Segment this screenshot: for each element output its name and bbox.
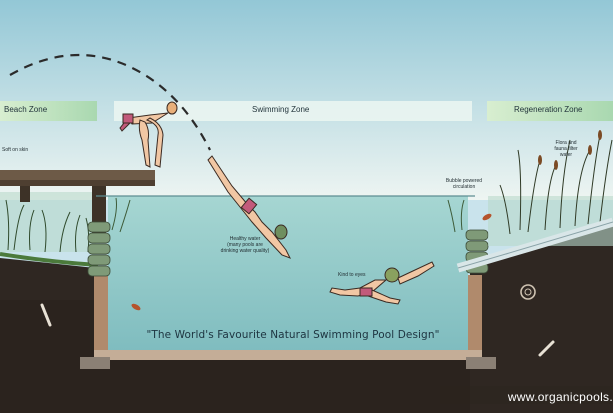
- regeneration-zone-label: Regeneration Zone: [514, 105, 583, 114]
- reed-heads: [538, 130, 602, 170]
- note-bubble-circulation: Bubble powered circulation: [440, 178, 488, 190]
- pool-design-caption: "The World's Favourite Natural Swimming …: [146, 329, 440, 341]
- beach-zone-band: [0, 101, 97, 121]
- note-flora-fauna: Flora and fauna filter water: [546, 140, 586, 158]
- sandbags-left: [87, 221, 111, 277]
- note-healthy-water-line: Healthy water: [229, 236, 261, 242]
- bone-icon: [40, 303, 555, 357]
- swimming-zone-label: Swimming Zone: [252, 105, 310, 114]
- beach-grass-line: [0, 252, 99, 267]
- beach-vegetation: [0, 192, 96, 252]
- note-flora-fauna-line: fauna filter: [554, 146, 578, 152]
- website-url[interactable]: www.organicpools.: [507, 390, 613, 404]
- note-bubble-line: circulation: [452, 184, 476, 190]
- swimmer-figure: [329, 261, 435, 305]
- diver-figure: [119, 101, 178, 168]
- website-strip: [440, 386, 613, 404]
- note-bubble-line: Bubble powered: [445, 178, 483, 184]
- pool-wall-left: [94, 275, 108, 357]
- pool-wall-right: [468, 275, 482, 357]
- leaf-icon: [131, 213, 492, 311]
- pool-edge-plants: [111, 197, 465, 233]
- note-healthy-water-line: (many pools are: [227, 242, 263, 248]
- sky: [0, 0, 613, 200]
- note-flora-fauna-line: water: [559, 152, 573, 158]
- pool-floor: [94, 350, 482, 360]
- swimming-zone-band: [114, 101, 472, 121]
- soil-right: [470, 225, 613, 413]
- beach-plants: [5, 199, 90, 253]
- note-flora-fauna-line: Flora and: [555, 140, 577, 146]
- beach-zone-label: Beach Zone: [4, 105, 48, 114]
- note-soft-on-skin: Soft on skin: [2, 147, 29, 153]
- note-healthy-water: Healthy water (many pools are drinking w…: [214, 236, 276, 254]
- note-kind-to-eyes: Kind to eyes: [338, 272, 366, 278]
- regeneration-zone-band: [487, 101, 613, 121]
- diving-swimmer-figure: [207, 155, 292, 259]
- note-healthy-water-line: drinking water quality): [220, 248, 270, 254]
- shell-icon: [520, 284, 536, 300]
- deck-board: [0, 170, 155, 180]
